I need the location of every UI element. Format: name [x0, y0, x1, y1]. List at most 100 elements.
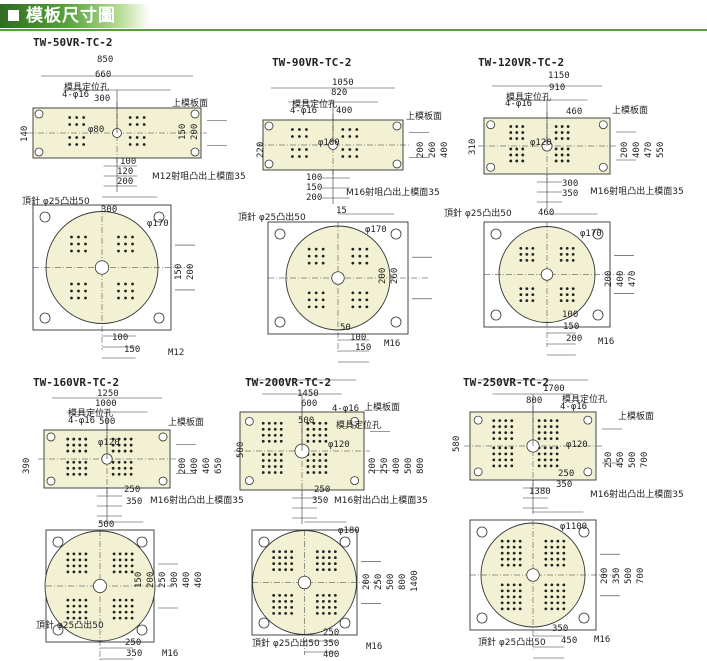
- m3-top-tiebar-hole: [486, 120, 496, 130]
- m5-bottom-corner-hole: [339, 536, 351, 548]
- m2-hole: 4-φ16: [290, 106, 318, 116]
- m1-bottom-bolt-hole: [70, 296, 73, 300]
- m6-bottom-bolt-hole: [506, 551, 510, 555]
- m4b-dim-250b: 250: [125, 638, 142, 648]
- m2-top-bolt-hole: [298, 135, 301, 138]
- m5b-dim-200: 200: [362, 573, 372, 590]
- m4-top-bolt-hole: [111, 449, 115, 453]
- m2-bottom-bolt-hole: [314, 305, 318, 309]
- m2-top-bolt-hole: [305, 128, 308, 131]
- m4-bolt: M16射出凸出上模面35: [150, 496, 244, 506]
- m4-bottom-bolt-hole: [72, 598, 76, 602]
- m5-top-bolt-hole: [261, 427, 265, 431]
- m4-bottom-bolt-hole: [112, 604, 116, 608]
- m1-bottom-bolt-hole: [84, 282, 87, 286]
- m6-top-bolt-hole: [537, 452, 541, 456]
- m1-bottom-bolt-hole: [70, 282, 73, 286]
- m1b-dim-300: 300: [101, 205, 118, 215]
- m3-top-bolt-hole: [566, 137, 570, 140]
- m5-bottom-bolt-hole: [321, 550, 325, 554]
- m3-bottom-bolt-hole: [571, 258, 575, 262]
- m1-dim-150: 150: [178, 123, 188, 140]
- m5-dim-250: 250: [380, 457, 390, 474]
- m5-top-bolt-hole: [273, 433, 277, 437]
- page-title: 模板尺寸圖: [26, 6, 116, 26]
- m4-dim-390: 390: [22, 457, 32, 474]
- m3-top-bolt-hole: [560, 125, 564, 128]
- m5-bottom-bolt-hole: [333, 562, 337, 566]
- m5-dim-200: 200: [368, 457, 378, 474]
- m1-bottom-bolt-hole: [131, 242, 134, 246]
- m3-top-bolt-hole: [515, 131, 519, 134]
- m6-top-bolt-hole: [504, 419, 508, 423]
- m6-top-bolt-hole: [543, 425, 547, 429]
- m6b-dim-500: 500: [624, 567, 634, 584]
- m2-bottom-bolt-hole: [321, 298, 325, 302]
- m4-top-bolt-hole: [72, 460, 76, 464]
- m1-locating-label: 模具定位孔: [64, 83, 110, 93]
- model-title-1: TW-50VR-TC-2: [33, 36, 113, 49]
- m6-hole: 4-φ16: [560, 402, 588, 412]
- m5-bottom-bolt-hole: [284, 605, 288, 609]
- m1-bottom-bolt-hole: [84, 235, 87, 239]
- m2-bottom-bolt-hole: [351, 261, 355, 265]
- m5-bottom-bolt-hole: [315, 611, 319, 615]
- m3-dim-400: 400: [632, 141, 642, 158]
- m6-bottom-corner-hole: [578, 612, 590, 624]
- m4-top-bolt-hole: [78, 443, 82, 447]
- m5-top-bolt-hole: [273, 471, 277, 474]
- m5-top-bolt-hole: [273, 453, 277, 456]
- m2-bottom-bolt-hole: [365, 247, 369, 251]
- m6-bottom-bolt-hole: [518, 601, 522, 605]
- m5-top-bolt-hole: [261, 433, 265, 437]
- m5-bottom-bolt-hole: [327, 599, 331, 603]
- m4-bottom-corner-hole: [52, 624, 64, 636]
- m2-top-bolt-hole: [298, 148, 301, 151]
- m3-bottom-bolt-hole: [519, 252, 523, 256]
- m4-bottom-bolt-hole: [84, 598, 88, 602]
- m1-top-bolt-hole: [142, 116, 146, 119]
- m5-top-tiebar-hole: [244, 416, 254, 426]
- m6-top-bolt-hole: [555, 464, 559, 468]
- m1-dim-100: 100: [120, 157, 137, 167]
- m2-bottom-corner-hole: [390, 228, 402, 240]
- m1b-dim-150: 150: [174, 263, 184, 280]
- m1-bottom-bolt-hole: [77, 249, 80, 253]
- m4-bottom-bolt-hole: [124, 552, 128, 556]
- m5b-dim-phi: φ180: [338, 526, 360, 536]
- m6-bolt: M16射出凸出上模面35: [590, 490, 684, 500]
- m5-top-bolt-hole: [267, 459, 271, 462]
- m6-bottom-bolt-hole: [556, 545, 560, 549]
- m3b-dim-470: 470: [628, 270, 638, 287]
- m1b-dim-200: 200: [186, 263, 196, 280]
- m6-bottom-bolt-hole: [518, 563, 522, 567]
- m4-top-bolt-hole: [111, 472, 115, 476]
- m1-top-bolt-hole: [68, 143, 72, 146]
- m4b-bolt: M16: [162, 649, 179, 659]
- m5-top-bolt-hole: [324, 465, 328, 468]
- m5-top-tiebar-hole: [350, 416, 360, 426]
- m5-bottom-bolt-hole: [321, 605, 325, 609]
- m4-bottom-bolt-hole: [78, 564, 82, 568]
- m3-dim-350: 350: [562, 189, 579, 199]
- m5b-bolt: M16: [366, 642, 383, 652]
- m2-upper-label: 上模板面: [406, 112, 443, 122]
- m3-dim-200: 200: [620, 141, 630, 158]
- m6-bottom-bolt-hole: [512, 557, 516, 561]
- m6-bottom-bolt-hole: [544, 607, 548, 611]
- m5-bottom-bolt-hole: [284, 562, 288, 566]
- m6-top-bolt-hole: [504, 458, 508, 462]
- m6-bottom-bolt-hole: [506, 607, 510, 611]
- m3-top-bolt-hole: [509, 153, 513, 157]
- m4-bottom-bolt-hole: [78, 558, 82, 562]
- m4-bottom-bolt-hole: [78, 552, 82, 556]
- m2-dim-400: 400: [336, 106, 353, 116]
- m3-top-bolt-hole: [560, 147, 564, 151]
- m5-top-bolt-hole: [261, 465, 265, 468]
- m3-bottom-center-hole: [540, 268, 554, 281]
- m6-bottom-bolt-hole: [512, 545, 516, 549]
- m5-top-bolt-hole: [273, 459, 277, 462]
- m4-bottom-bolt-hole: [84, 604, 88, 608]
- m4-top-bolt-hole: [78, 449, 82, 453]
- m6-bottom-bolt-hole: [550, 557, 554, 561]
